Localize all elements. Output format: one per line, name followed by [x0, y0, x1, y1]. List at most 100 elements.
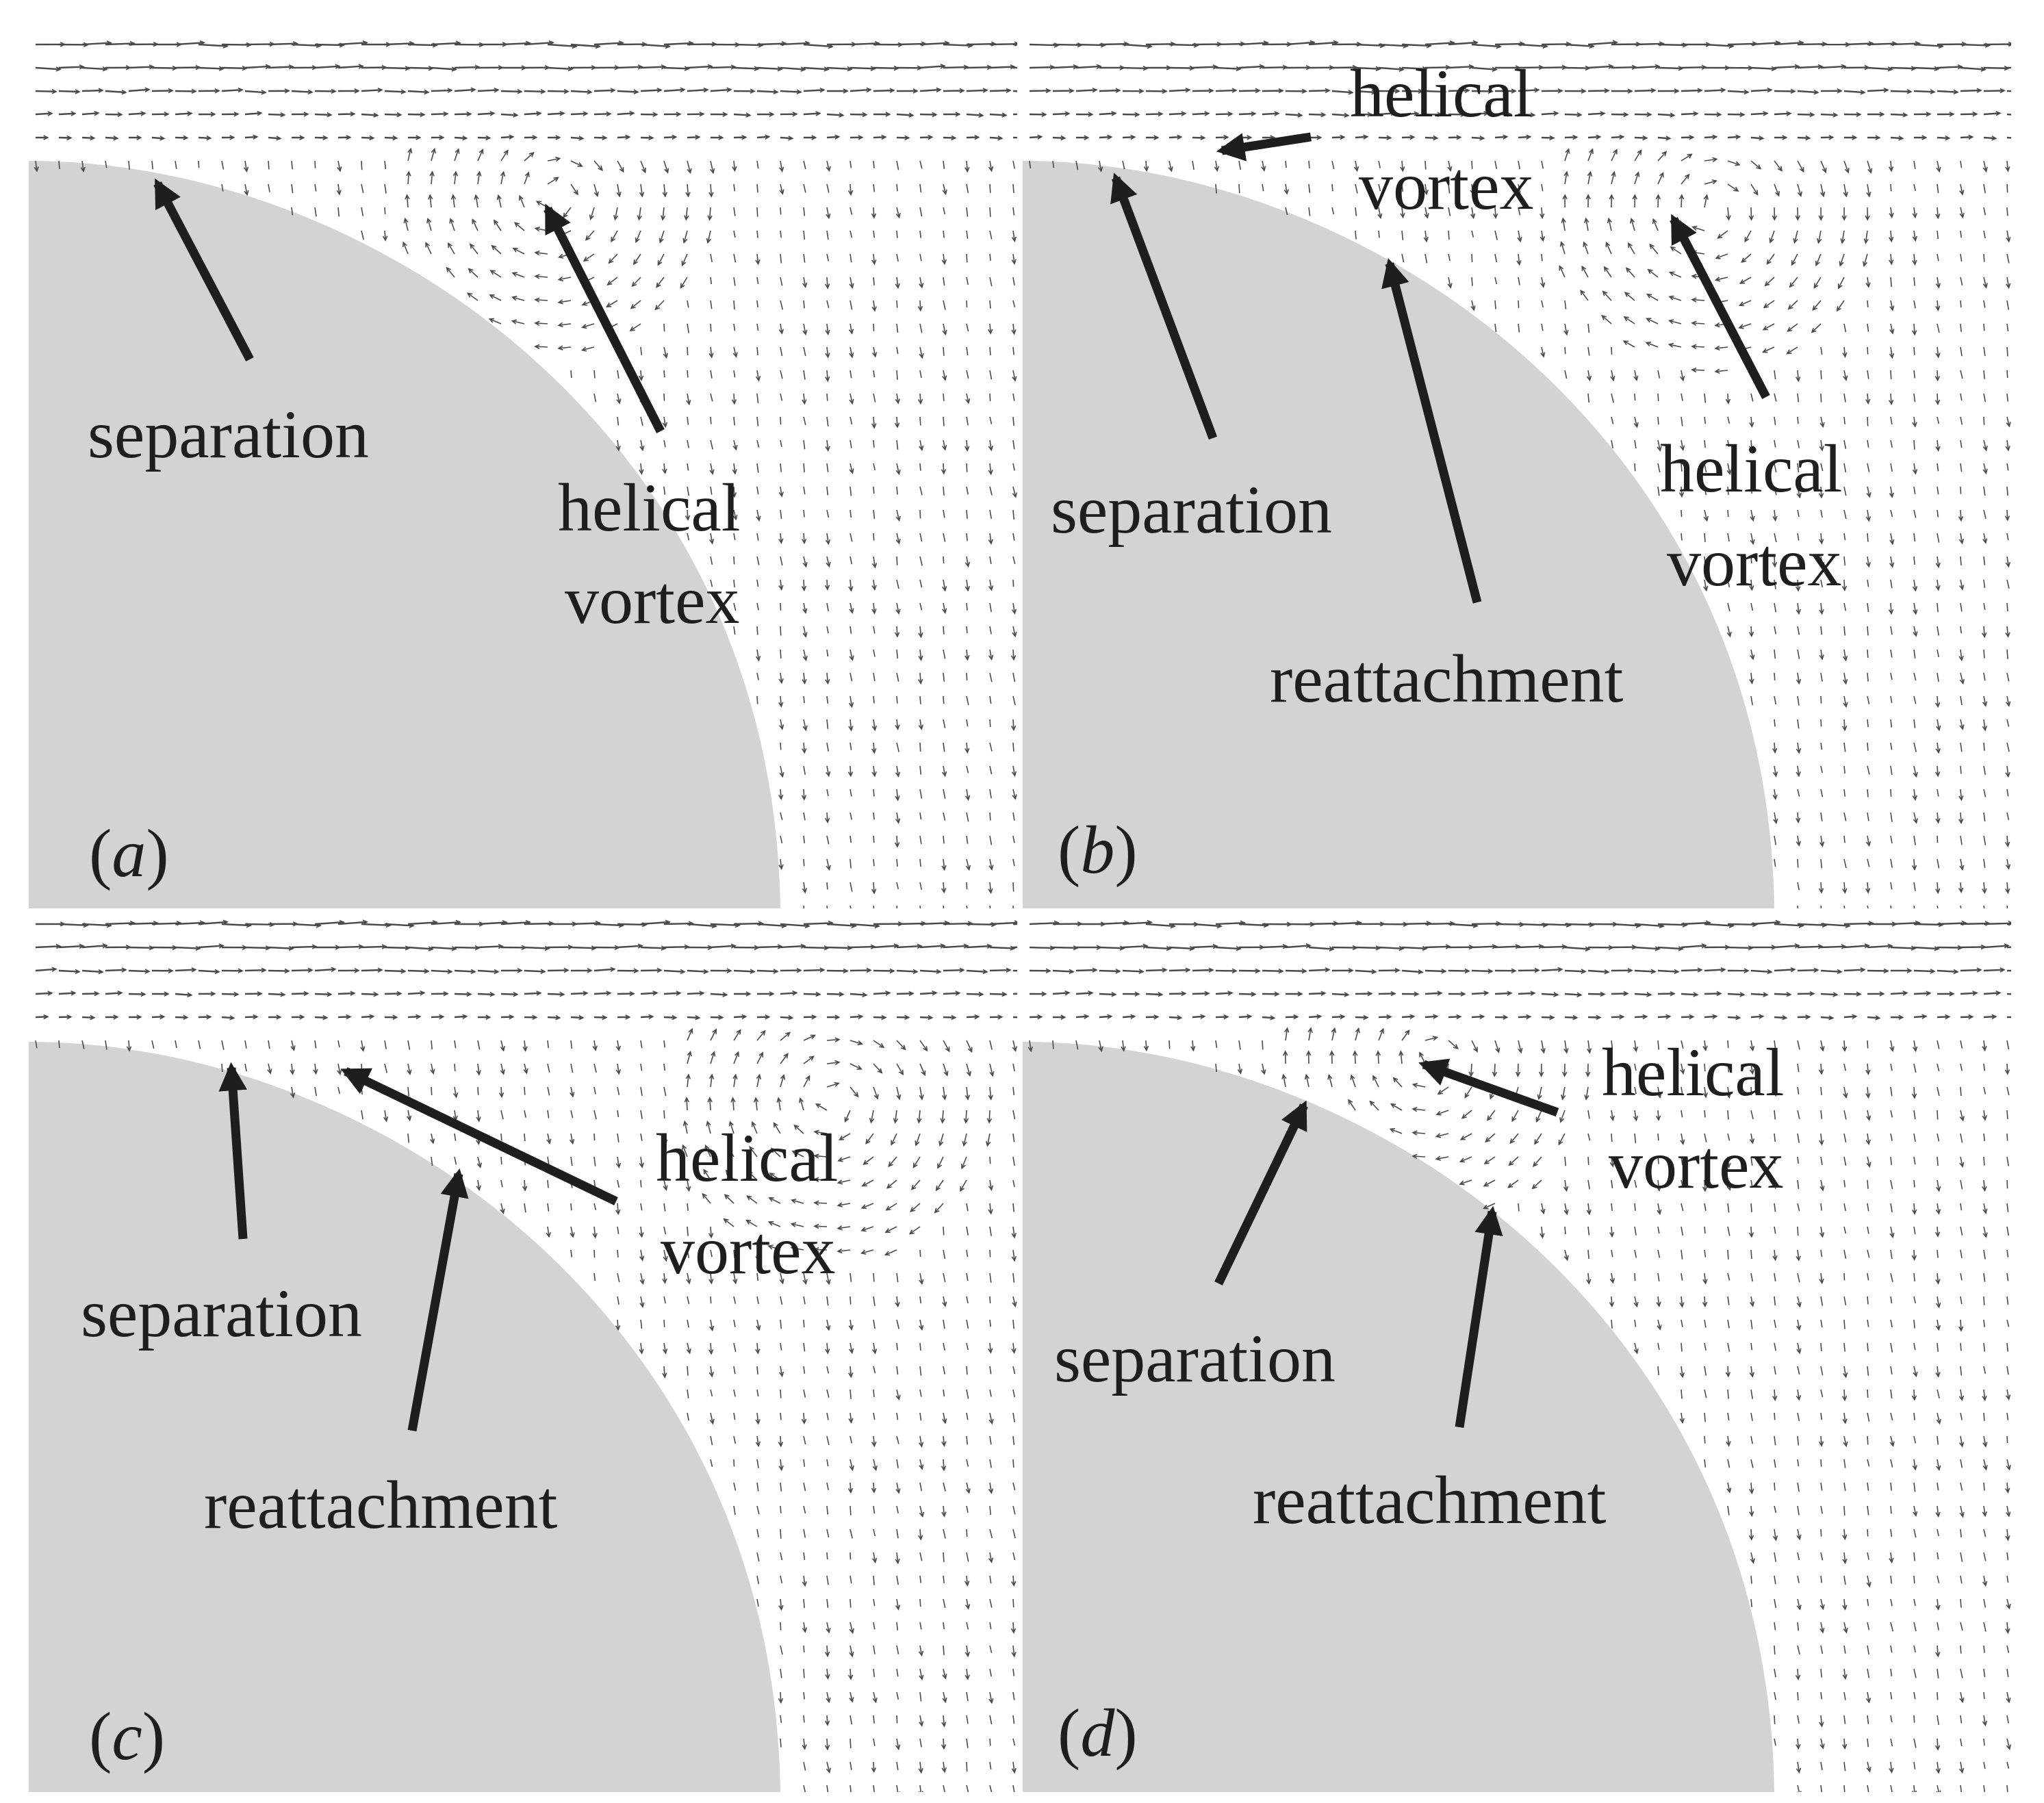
- velocity-vector-head: [187, 992, 193, 998]
- velocity-vector: [803, 1273, 807, 1284]
- velocity-vector-head: [1668, 271, 1675, 277]
- velocity-vector-head: [1375, 1050, 1381, 1056]
- velocity-vector: [1541, 323, 1544, 331]
- velocity-vector-head: [1423, 189, 1429, 196]
- velocity-vector-head: [778, 702, 784, 708]
- velocity-vector: [593, 1110, 597, 1120]
- velocity-vector-head: [1037, 134, 1043, 140]
- velocity-vector: [1541, 993, 1558, 996]
- velocity-vector-head: [908, 112, 915, 118]
- velocity-vector: [756, 370, 760, 381]
- arrow: [153, 178, 254, 362]
- velocity-vector-head: [1633, 1115, 1639, 1122]
- velocity-vector-head: [1883, 88, 1889, 93]
- velocity-vector-head: [802, 1279, 808, 1286]
- velocity-vector: [1960, 1179, 1963, 1190]
- velocity-vector-head: [1958, 795, 1964, 802]
- velocity-vector: [838, 1226, 851, 1229]
- velocity-vector: [1890, 1226, 1893, 1238]
- velocity-vector-head: [895, 1488, 901, 1494]
- velocity-vector: [710, 1051, 715, 1064]
- velocity-vector: [896, 1645, 899, 1654]
- velocity-vector: [1820, 905, 1822, 908]
- velocity-vector: [1012, 672, 1016, 682]
- velocity-vector: [477, 112, 494, 116]
- velocity-vector: [707, 230, 711, 243]
- velocity-vector-head: [1818, 1069, 1824, 1075]
- velocity-vector-head: [1409, 1014, 1416, 1019]
- velocity-vector: [943, 1016, 956, 1019]
- velocity-vector: [803, 602, 806, 613]
- velocity-vector: [826, 789, 829, 797]
- velocity-vector-head: [98, 88, 104, 93]
- velocity-vector: [1670, 272, 1682, 278]
- velocity-vector: [943, 253, 945, 264]
- velocity-vector-head: [1111, 991, 1117, 997]
- velocity-vector-head: [523, 1068, 528, 1075]
- velocity-vector-head: [476, 1116, 481, 1123]
- velocity-vector-head: [708, 1349, 714, 1355]
- velocity-vector: [747, 1195, 758, 1204]
- velocity-vector: [919, 42, 949, 46]
- velocity-vector: [361, 969, 382, 972]
- velocity-vector-head: [47, 111, 53, 116]
- velocity-vector: [1681, 393, 1683, 401]
- velocity-vector-head: [928, 1014, 934, 1021]
- velocity-vector: [780, 486, 782, 497]
- velocity-vector-head: [1274, 991, 1280, 997]
- velocity-vector-head: [676, 112, 682, 117]
- velocity-vector: [431, 1086, 433, 1096]
- velocity-vector: [1843, 719, 1845, 730]
- velocity-vector: [966, 1668, 969, 1679]
- velocity-vector: [943, 1482, 946, 1492]
- velocity-vector: [1192, 90, 1214, 92]
- velocity-vector-head: [871, 1442, 877, 1448]
- velocity-vector: [1867, 1342, 1869, 1352]
- velocity-vector: [617, 1063, 619, 1074]
- velocity-vector: [943, 1552, 945, 1562]
- velocity-vector-head: [1559, 265, 1564, 271]
- velocity-vector: [1541, 1203, 1544, 1214]
- velocity-vector: [105, 1040, 107, 1050]
- velocity-vector-head: [776, 1097, 782, 1103]
- velocity-vector: [1820, 858, 1823, 869]
- velocity-vector: [1913, 1412, 1915, 1420]
- velocity-vector: [919, 253, 922, 261]
- velocity-vector: [966, 277, 969, 285]
- velocity-vector-head: [1945, 135, 1951, 141]
- velocity-vector-head: [1609, 1231, 1615, 1238]
- velocity-vector-head: [871, 423, 877, 429]
- velocity-vector: [1681, 1086, 1683, 1096]
- velocity-vector: [849, 993, 867, 996]
- velocity-vector: [1308, 113, 1325, 116]
- velocity-vector: [687, 1029, 693, 1041]
- velocity-vector-head: [1958, 538, 1965, 545]
- velocity-vector: [1727, 1319, 1730, 1329]
- velocity-vector: [2006, 416, 2010, 426]
- velocity-vector: [849, 183, 852, 195]
- velocity-vector: [1867, 905, 1869, 908]
- velocity-vector-head: [406, 1115, 412, 1122]
- velocity-vector: [1913, 509, 1917, 518]
- velocity-vector: [1518, 230, 1521, 242]
- velocity-vector-head: [1518, 1047, 1523, 1054]
- velocity-vector-head: [1633, 1348, 1639, 1355]
- velocity-vector: [524, 992, 541, 995]
- velocity-vector-head: [978, 112, 984, 118]
- arrow: [1110, 172, 1218, 440]
- velocity-vector: [943, 1529, 946, 1539]
- velocity-vector: [918, 1110, 921, 1123]
- velocity-vector-head: [802, 1581, 807, 1587]
- velocity-vector: [1865, 230, 1868, 243]
- velocity-vector-head: [785, 1032, 791, 1037]
- velocity-vector-head: [1863, 261, 1868, 268]
- velocity-vector-head: [79, 64, 85, 70]
- velocity-vector: [849, 626, 852, 634]
- velocity-vector: [1681, 153, 1692, 162]
- velocity-vector: [1122, 1015, 1135, 1019]
- velocity-vector: [943, 533, 946, 542]
- velocity-vector: [1838, 277, 1845, 289]
- velocity-vector: [966, 1412, 969, 1420]
- velocity-vector: [943, 1249, 946, 1259]
- velocity-vector-head: [1604, 969, 1610, 975]
